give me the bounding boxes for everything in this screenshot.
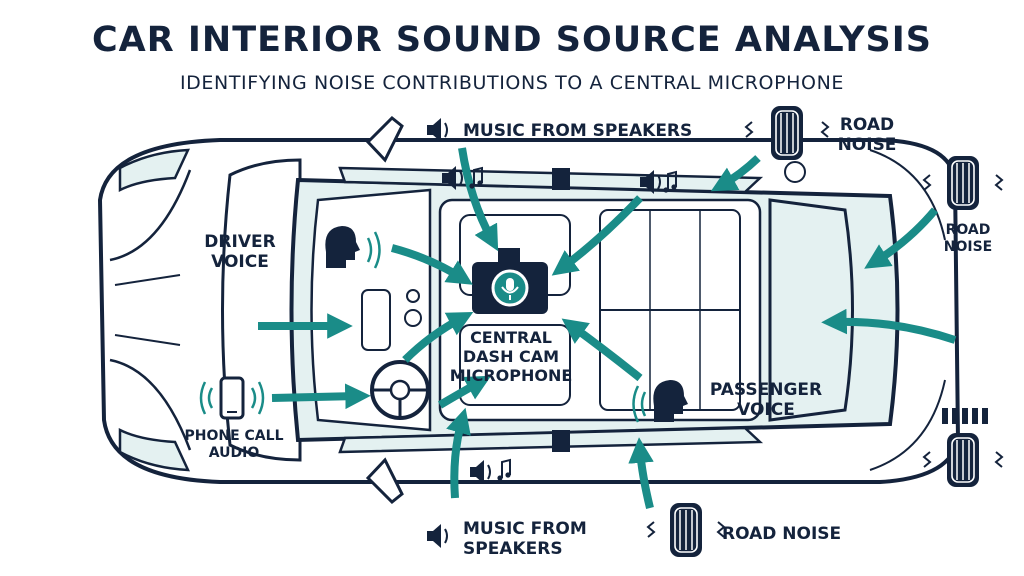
arrow-road-right [864,207,939,269]
phone-icon [219,376,245,420]
arrow-dash-left [402,311,474,363]
tire-icon [946,432,980,488]
page-title: CAR INTERIOR SOUND SOURCE ANALYSIS [92,20,932,60]
label-passenger-voice: PASSENGER VOICE [709,380,823,420]
label-road-bottom: ROAD NOISE [722,524,842,544]
tire-icon [770,105,804,161]
label-microphone: CENTRAL DASH CAM MICROPHONE [449,328,573,385]
label-music-top: MUSIC FROM SPEAKERS [463,121,693,141]
label-road-top-right: ROAD NOISE [837,115,897,155]
speaker-icon [426,523,448,549]
arrow-phone [271,383,371,410]
arrow-road-top-right [710,155,761,192]
label-road-right: ROAD NOISE [943,222,993,255]
arrow-lower-left [437,375,492,409]
sound-arrows [258,147,957,509]
arrow-music-top [458,147,499,252]
sound-waves-icon [366,231,381,269]
tire-track-icon [942,408,988,424]
label-music-bottom: MUSIC FROM SPEAKERS [463,519,587,559]
sound-waves-icon [199,381,265,415]
arrow-passenger [561,318,643,382]
arrow-music-bottom [446,407,471,499]
label-driver-voice: DRIVER VOICE [204,232,276,272]
page-subtitle: IDENTIFYING NOISE CONTRIBUTIONS TO A CEN… [179,72,845,94]
arrow-driver [390,244,473,285]
tire-icon [669,502,703,558]
arrow-rear-speaker [551,195,643,276]
sound-waves-icon [632,385,647,423]
vibration-marks [646,121,1004,538]
arrow-rear-right [821,308,957,344]
camera-microphone-icon [472,248,548,314]
tire-icon [946,155,980,211]
label-phone-call: PHONE CALL AUDIO [184,428,284,461]
arrow-road-bottom [628,437,654,509]
